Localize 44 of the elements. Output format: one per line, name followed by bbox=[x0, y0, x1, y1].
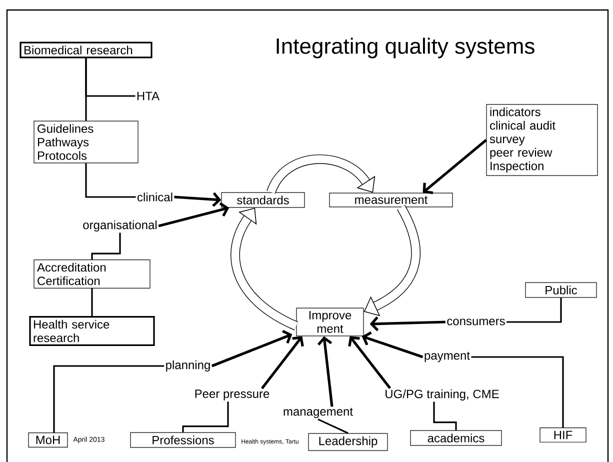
text-box: Leadership bbox=[308, 433, 388, 451]
arrow bbox=[317, 336, 334, 407]
connector-line bbox=[182, 402, 229, 432]
connector-line bbox=[471, 356, 564, 428]
arrow bbox=[211, 330, 292, 368]
label-text: payment bbox=[424, 352, 470, 362]
text-box: Accreditation Certification bbox=[34, 260, 150, 288]
label-text: planning bbox=[166, 360, 210, 372]
arrow bbox=[158, 202, 230, 228]
title: Integrating quality systems bbox=[276, 38, 534, 58]
connector-line bbox=[506, 298, 562, 323]
connector-line bbox=[91, 232, 121, 260]
connector-line bbox=[318, 418, 348, 434]
text-box: academics bbox=[410, 430, 502, 446]
connector-line bbox=[53, 365, 164, 432]
text-box: indicators clinical audit survey peer review Inspection bbox=[486, 104, 598, 176]
text-box: Professions bbox=[130, 432, 236, 448]
text-box: Public bbox=[525, 282, 597, 298]
label-text: UG/PG training, CME bbox=[386, 389, 499, 401]
arrow bbox=[260, 336, 304, 390]
arrow bbox=[362, 331, 424, 358]
connector-line bbox=[91, 288, 93, 316]
label-text: Peer pressure bbox=[195, 390, 270, 400]
label-text: organisational bbox=[83, 220, 157, 232]
text-box: HIF bbox=[540, 428, 586, 442]
cycle-arrow bbox=[230, 208, 298, 330]
label-text: HTA bbox=[137, 92, 160, 100]
arrow bbox=[348, 336, 392, 389]
label-text: management bbox=[284, 408, 353, 418]
cycle-arrow bbox=[364, 205, 420, 316]
text-box: MoH bbox=[28, 432, 68, 448]
label-text: clinical bbox=[138, 192, 172, 202]
arrow bbox=[174, 192, 222, 207]
cycle-arrow bbox=[266, 154, 376, 194]
text-box: Health service research bbox=[29, 316, 155, 346]
arrow bbox=[370, 316, 446, 332]
connector-line bbox=[85, 163, 136, 198]
label-text: consumers bbox=[447, 318, 505, 326]
text-box: Improve ment bbox=[296, 308, 364, 336]
arrow bbox=[422, 139, 488, 194]
text-box: Guidelines Pathways Protocols bbox=[34, 120, 138, 164]
connector-line bbox=[433, 402, 457, 430]
connector-line bbox=[85, 58, 136, 97]
text-box: Biomedical research bbox=[20, 42, 152, 58]
